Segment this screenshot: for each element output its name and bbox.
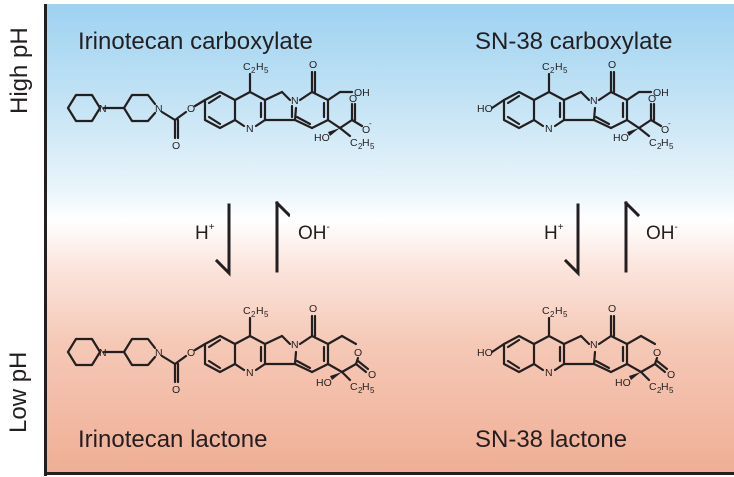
svg-text:2: 2 (550, 310, 555, 319)
svg-text:H: H (362, 381, 370, 393)
svg-text:-: - (668, 119, 671, 128)
svg-text:5: 5 (669, 142, 674, 151)
label-irinotecan-carboxylate: Irinotecan carboxylate (78, 28, 313, 55)
svg-text:N: N (545, 367, 553, 379)
svg-text:N: N (291, 95, 299, 107)
svg-text:O: O (354, 347, 362, 359)
arrow-down-icon (214, 203, 231, 277)
svg-text:N: N (291, 339, 299, 351)
svg-text:O: O (172, 384, 180, 396)
svg-text:H: H (362, 137, 370, 149)
svg-text:O: O (608, 303, 616, 315)
svg-text:N: N (545, 123, 553, 135)
svg-text:2: 2 (358, 142, 363, 151)
label-oh-minus-right: OH- (646, 222, 678, 244)
svg-text:2: 2 (251, 310, 256, 319)
y-axis-line (44, 4, 47, 476)
svg-text:N: N (246, 123, 254, 135)
svg-text:5: 5 (370, 142, 375, 151)
svg-text:C: C (542, 305, 550, 317)
svg-text:2: 2 (550, 66, 555, 75)
svg-text:C: C (243, 305, 251, 317)
svg-text:HO: HO (477, 103, 493, 115)
svg-text:5: 5 (264, 66, 269, 75)
svg-text:O: O (309, 59, 317, 71)
svg-text:C: C (243, 61, 251, 73)
svg-text:H: H (661, 137, 669, 149)
x-axis-line (44, 472, 734, 475)
label-h-plus-right: H+ (544, 222, 564, 244)
label-irinotecan-lactone: Irinotecan lactone (78, 426, 268, 453)
svg-text:O: O (172, 140, 180, 152)
arrow-down-icon (563, 203, 580, 277)
svg-text:5: 5 (563, 66, 568, 75)
svg-text:H: H (661, 381, 669, 393)
svg-text:HO: HO (613, 132, 629, 144)
svg-text:C: C (649, 137, 657, 149)
svg-text:O: O (368, 369, 376, 381)
svg-text:O: O (349, 93, 357, 105)
svg-text:OH: OH (653, 87, 669, 99)
svg-text:N: N (590, 339, 598, 351)
svg-text:N: N (246, 367, 254, 379)
svg-text:H: H (256, 61, 264, 73)
svg-text:O: O (187, 103, 195, 115)
svg-text:H: H (555, 61, 563, 73)
svg-text:O: O (667, 369, 675, 381)
svg-text:OH: OH (354, 87, 370, 99)
svg-text:-: - (369, 119, 372, 128)
svg-text:O: O (187, 347, 195, 359)
svg-text:H: H (256, 305, 264, 317)
svg-text:O: O (309, 303, 317, 315)
svg-text:C: C (542, 61, 550, 73)
svg-text:2: 2 (657, 142, 662, 151)
equilibrium-arrows-sn38 (563, 200, 641, 277)
label-sn38-lactone: SN-38 lactone (475, 426, 628, 453)
svg-text:HO: HO (615, 377, 631, 389)
svg-text:5: 5 (370, 386, 375, 395)
svg-text:2: 2 (251, 66, 256, 75)
svg-text:N: N (99, 347, 107, 359)
equilibrium-arrows-irinotecan (214, 200, 290, 277)
svg-text:2: 2 (657, 386, 662, 395)
svg-text:O: O (648, 93, 656, 105)
svg-text:O: O (661, 124, 669, 136)
svg-text:HO: HO (477, 347, 493, 359)
svg-text:5: 5 (669, 386, 674, 395)
svg-text:N: N (590, 95, 598, 107)
svg-text:C: C (649, 381, 657, 393)
svg-text:HO: HO (314, 132, 330, 144)
ph-gradient-background (46, 4, 734, 473)
svg-text:2: 2 (358, 386, 363, 395)
svg-text:O: O (653, 347, 661, 359)
svg-text:O: O (362, 124, 370, 136)
label-sn38-carboxylate: SN-38 carboxylate (475, 28, 673, 55)
svg-text:C: C (350, 381, 358, 393)
svg-text:N: N (99, 103, 107, 115)
svg-text:O: O (608, 59, 616, 71)
label-oh-minus-left: OH- (298, 222, 330, 244)
svg-text:H: H (555, 305, 563, 317)
label-h-plus-left: H+ (195, 222, 215, 244)
svg-text:5: 5 (563, 310, 568, 319)
svg-text:N: N (155, 103, 163, 115)
svg-text:5: 5 (264, 310, 269, 319)
svg-text:C: C (350, 137, 358, 149)
svg-text:HO: HO (316, 377, 332, 389)
svg-text:N: N (155, 347, 163, 359)
